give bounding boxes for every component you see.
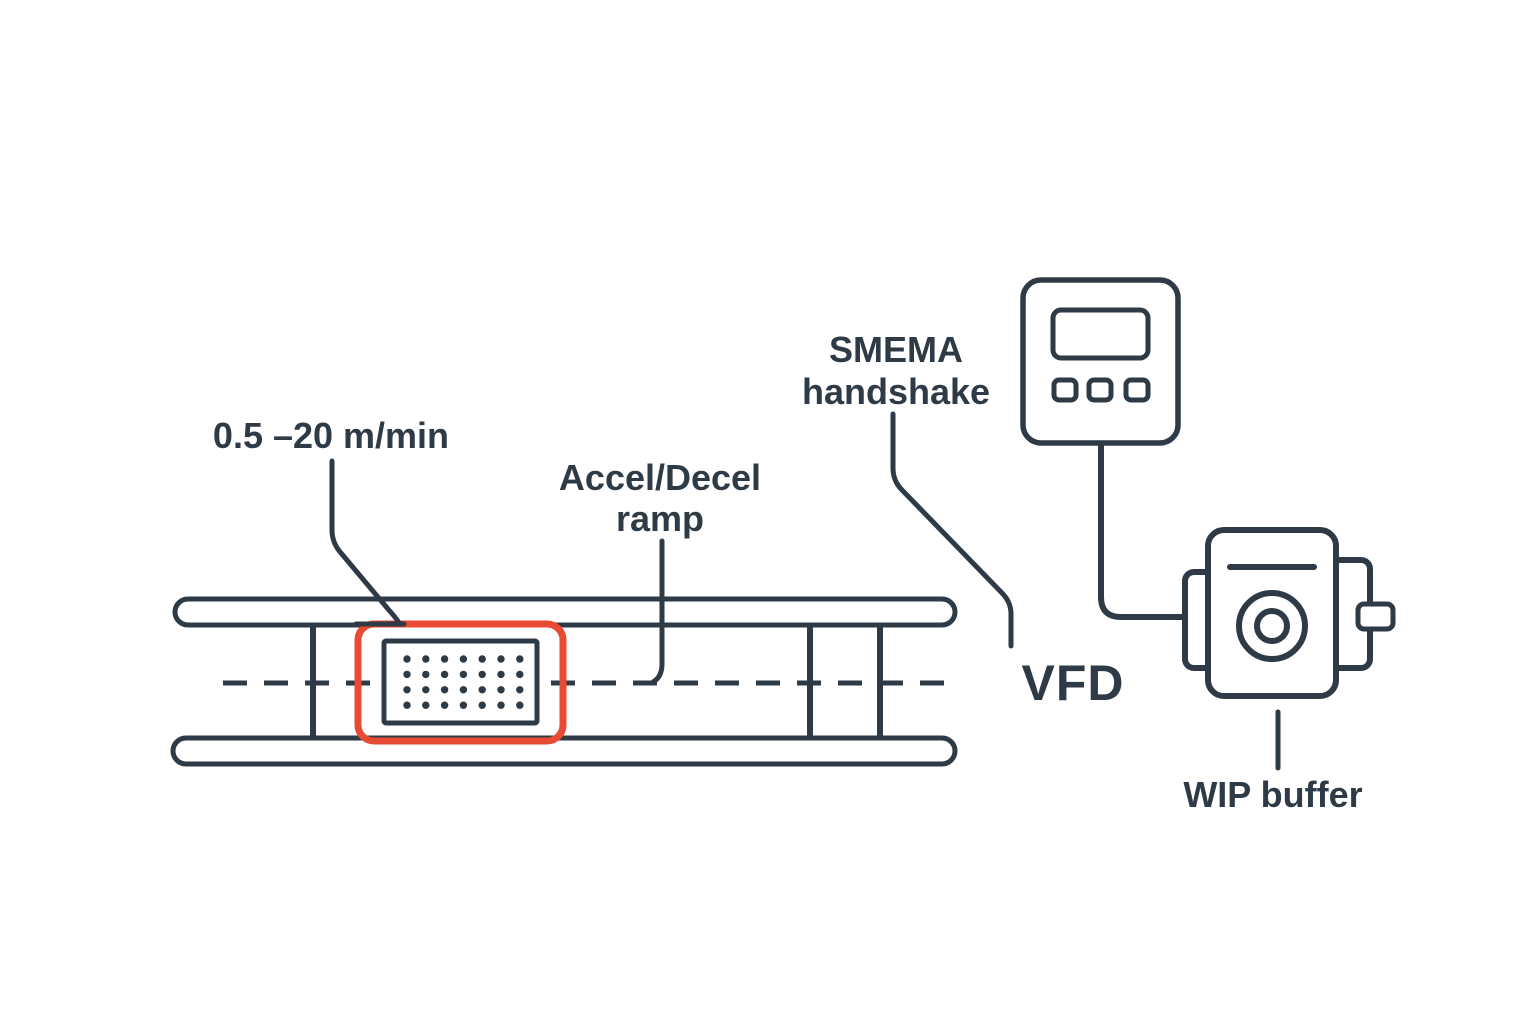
pin-dot <box>422 655 430 663</box>
smema-leader-line <box>890 411 1014 649</box>
pin-dot <box>440 655 449 663</box>
motor-hub-inner <box>1254 608 1290 644</box>
speed-zone-highlight <box>354 620 567 745</box>
pin-dot <box>403 655 411 663</box>
pin-dot <box>497 686 505 694</box>
pin-dot <box>478 670 486 679</box>
pin-dot <box>516 701 524 709</box>
pin-dot <box>422 686 430 694</box>
pin-dot <box>459 670 468 679</box>
pin-dot <box>516 655 524 663</box>
pin-dot <box>403 701 411 709</box>
pin-dot <box>422 670 430 679</box>
vfd-panel-display <box>1050 307 1151 361</box>
accel-decel-label: Accel/Decel ramp <box>559 457 761 539</box>
motor-shaft <box>1355 601 1396 632</box>
wip-buffer-label: WIP buffer <box>1183 774 1362 815</box>
smema-label-line2: handshake <box>802 371 990 412</box>
pin-dot <box>403 670 411 679</box>
pin-dot <box>478 701 486 709</box>
vfd-label: VFD <box>1022 655 1125 711</box>
pin-dot <box>497 655 505 663</box>
vfd-panel-button-2 <box>1086 377 1114 403</box>
pin-array-frame <box>381 638 540 726</box>
vfd-to-motor-wire <box>1098 442 1189 620</box>
pin-dot <box>497 701 505 709</box>
vfd-panel-body <box>1020 277 1181 446</box>
wip-buffer-motor <box>1182 527 1396 771</box>
smema-label-line1: SMEMA <box>829 329 963 370</box>
pin-array <box>381 638 540 726</box>
conveyor <box>170 596 958 767</box>
speed-range-label: 0.5 –20 m/min <box>213 415 449 456</box>
pin-dot <box>516 670 524 679</box>
vfd-panel-button-3 <box>1123 377 1151 403</box>
pin-dot <box>440 670 449 679</box>
pin-dot <box>497 670 505 679</box>
pin-dot <box>478 686 486 694</box>
pin-dot <box>440 686 449 694</box>
accel-decel-leader-line <box>650 538 665 685</box>
accel-decel-label-line1: Accel/Decel <box>559 457 761 498</box>
pin-dot <box>516 686 524 694</box>
pin-dot <box>459 655 468 663</box>
pin-dot <box>403 686 411 694</box>
pin-dot <box>440 701 449 709</box>
conveyor-top-rail <box>172 596 958 628</box>
pin-dot <box>478 655 486 663</box>
vfd-panel-button-1 <box>1051 377 1079 403</box>
pin-dot <box>459 701 468 709</box>
vfd-panel <box>1020 277 1189 620</box>
speed-range-leader-line <box>329 458 402 626</box>
smema-label: SMEMA handshake <box>802 329 990 412</box>
accel-decel-label-line2: ramp <box>616 498 704 539</box>
conveyor-bottom-rail <box>170 735 958 767</box>
pin-dot <box>459 686 468 694</box>
pin-dots <box>403 655 524 709</box>
pin-dot <box>422 701 430 709</box>
